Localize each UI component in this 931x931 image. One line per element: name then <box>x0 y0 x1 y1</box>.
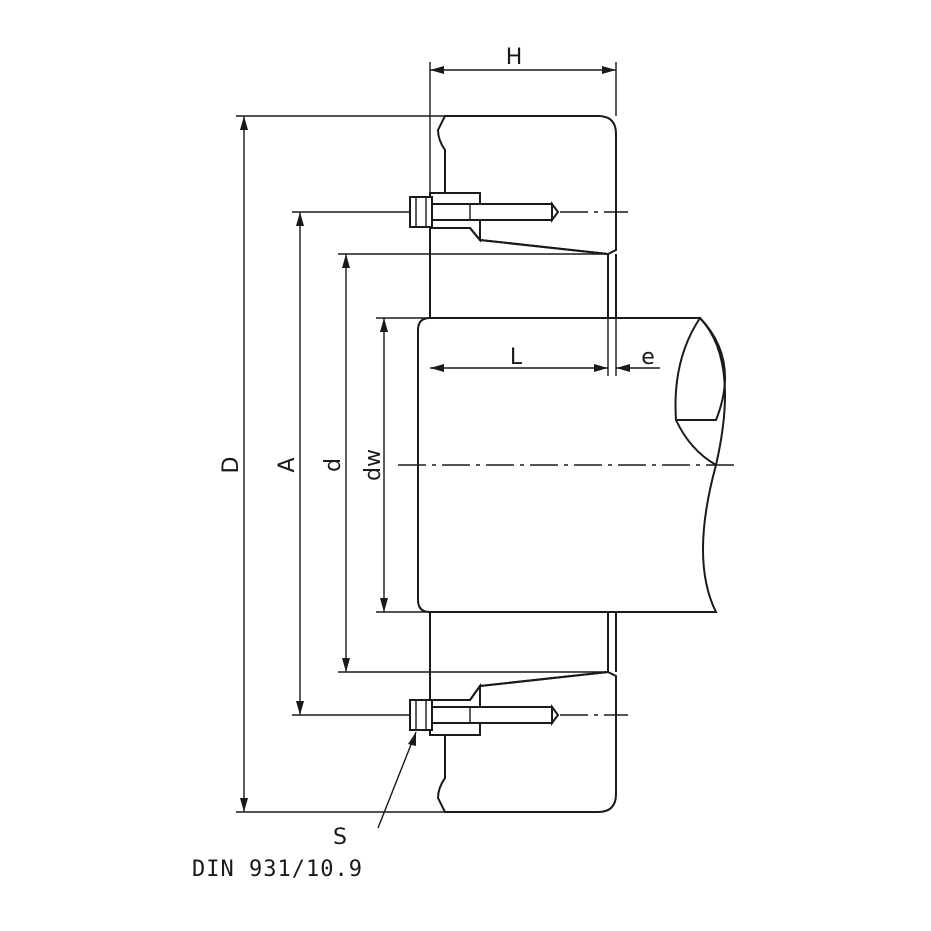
label-e: e <box>641 345 655 370</box>
label-D: D <box>219 457 244 474</box>
label-A: A <box>275 457 300 472</box>
dimension-dw: dw <box>361 317 430 613</box>
dimension-A: A <box>275 211 410 716</box>
inner-ring-lower <box>429 611 609 701</box>
bolt-leader: S DIN 931/10.9 <box>192 731 417 882</box>
label-L: L <box>510 345 523 370</box>
label-H: H <box>506 45 523 70</box>
label-dw: dw <box>361 449 386 481</box>
label-S: S <box>333 825 347 850</box>
dimension-L: L <box>430 318 617 376</box>
dimension-D: D <box>219 115 445 813</box>
dimension-e: e <box>616 345 660 372</box>
outer-ring-lower <box>436 670 617 813</box>
inner-ring-upper <box>429 227 609 319</box>
dimension-H: H <box>429 45 617 193</box>
label-d: d <box>321 458 346 472</box>
shaft <box>417 316 726 613</box>
outer-ring-upper <box>436 115 617 256</box>
bolt-upper <box>409 196 560 228</box>
bolt-spec-note: DIN 931/10.9 <box>192 857 363 882</box>
bolt-lower <box>409 699 560 731</box>
dimension-d: d <box>321 253 608 673</box>
